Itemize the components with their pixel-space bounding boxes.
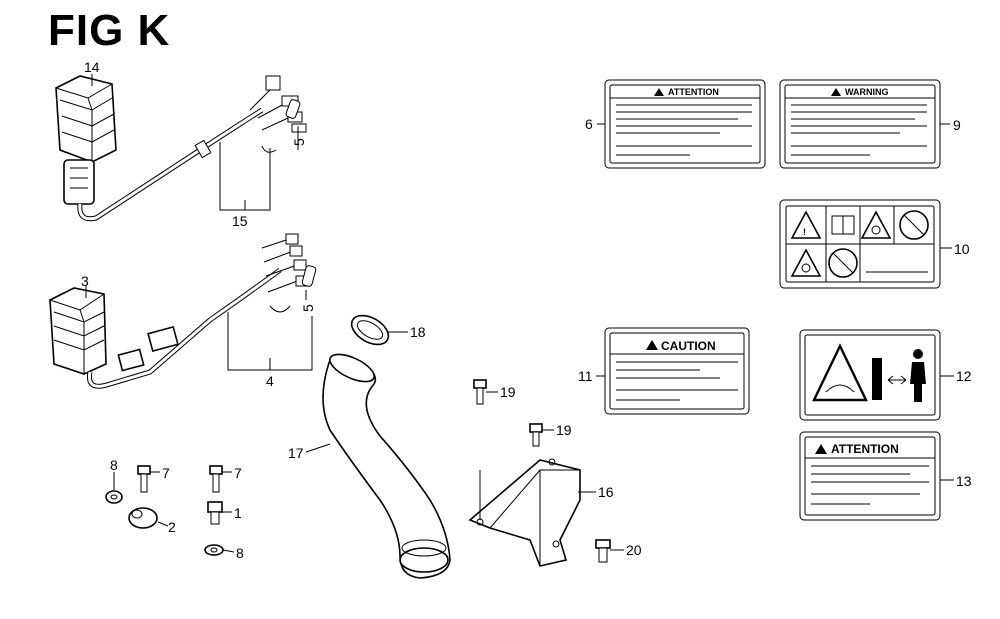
part-8-washer-b: [204, 544, 224, 556]
part-3-regulator: [49, 287, 107, 375]
part-7-bolt-b: [209, 465, 223, 493]
label-11-caution: [604, 327, 750, 415]
label-9-heading: WARNING: [845, 87, 889, 97]
part-4-harness: [86, 233, 313, 389]
callout-5-b: 5: [300, 304, 316, 312]
label-13-heading: ATTENTION: [831, 442, 899, 456]
callout-16: 16: [598, 484, 614, 500]
part-18-clamp: [350, 314, 390, 346]
part-14-regulator: [55, 75, 117, 205]
label-6-heading: ATTENTION: [668, 87, 719, 97]
callout-13: 13: [956, 473, 972, 489]
callout-5-a: 5: [291, 138, 307, 146]
callout-4: 4: [266, 373, 274, 389]
part-8-washer-a: [105, 490, 123, 504]
figure-title: FIG K: [48, 6, 171, 55]
callout-11: 11: [578, 368, 593, 384]
callout-6: 6: [585, 116, 593, 132]
callout-7-a: 7: [162, 465, 170, 481]
part-7-bolt-a: [137, 465, 151, 493]
part-17-duct: [322, 353, 451, 579]
label-6-attention: [604, 79, 766, 169]
label-10-pictogram: !: [779, 199, 941, 289]
callout-9: 9: [953, 117, 961, 133]
label-9-warning: [779, 79, 941, 169]
part-20-bolt: [595, 539, 611, 563]
label-11-heading: CAUTION: [661, 339, 716, 353]
label-13-attention: [799, 431, 941, 521]
part-5-cap-b: [301, 265, 317, 287]
callout-8-b: 8: [236, 545, 244, 561]
part-2-switch: [128, 507, 158, 529]
callout-2: 2: [168, 519, 176, 535]
callout-20: 20: [626, 542, 642, 558]
part-5-cap-a: [285, 99, 301, 119]
callout-14: 14: [84, 59, 100, 75]
part-1-bolt: [207, 501, 223, 525]
callout-12: 12: [956, 368, 972, 384]
callout-labels: 14 5 15 3 5 4 8 7 2 7 1 8 18 17 19 19 16…: [81, 59, 972, 561]
label-12-clearance-pictogram: [799, 329, 941, 421]
part-16-bracket: [468, 458, 581, 567]
callout-7-b: 7: [234, 465, 242, 481]
callout-18: 18: [410, 324, 426, 340]
callout-17: 17: [288, 445, 304, 461]
callout-19-a: 19: [500, 384, 516, 400]
callout-3: 3: [81, 273, 89, 289]
callout-1: 1: [234, 505, 242, 521]
callout-10: 10: [954, 241, 970, 257]
part-19-bolt-a: [473, 379, 487, 405]
svg-text:!: !: [803, 227, 806, 237]
callout-8-a: 8: [110, 457, 118, 473]
part-19-bolt-b: [529, 423, 543, 447]
leader-lines: [85, 74, 954, 553]
callout-15: 15: [232, 213, 248, 229]
callout-19-b: 19: [556, 422, 572, 438]
